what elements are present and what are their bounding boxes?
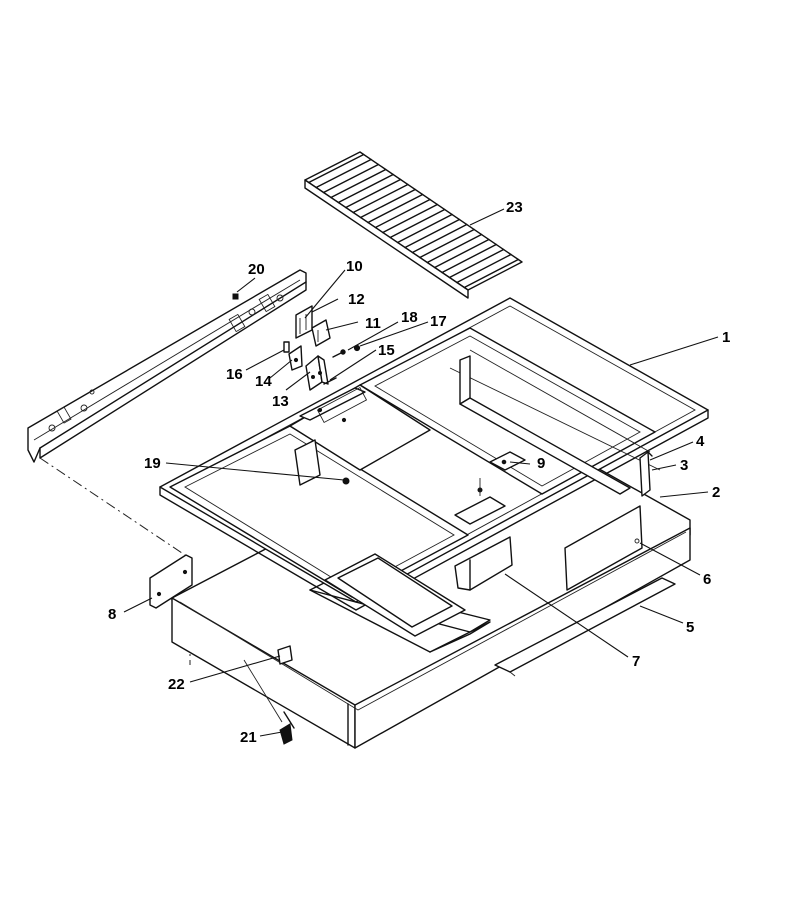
callout-9: 9 [537, 455, 545, 472]
callout-22: 22 [168, 676, 185, 693]
grate-bar [382, 203, 439, 234]
callout-17: 17 [430, 313, 447, 330]
callout-13: 13 [272, 393, 289, 410]
grate-bar [419, 228, 475, 259]
callout-15: 15 [378, 342, 395, 359]
part-2-bottom-pan [171, 419, 691, 749]
grate-bar [308, 153, 365, 184]
callout-16: 16 [226, 366, 243, 383]
callout-21: 21 [240, 729, 257, 746]
grate-bar [337, 173, 394, 204]
part-8-side-bracket [149, 554, 193, 609]
callout-6: 6 [703, 571, 711, 588]
callout-2: 2 [712, 484, 720, 501]
grate-bar [448, 248, 505, 279]
grate-bar [367, 193, 424, 224]
grate-bar [389, 208, 446, 239]
part-6-side-panel [564, 505, 643, 591]
grate-bar [352, 183, 409, 214]
grate-bar [330, 168, 387, 199]
grate-bar [426, 233, 483, 264]
part-7-baffle [454, 536, 513, 591]
part-23-grate [304, 151, 523, 299]
callout-7: 7 [632, 653, 640, 670]
grate-bar [433, 238, 490, 269]
callout-11: 11 [365, 315, 381, 332]
grate-bar [404, 218, 461, 249]
part-3-4-brackets [639, 451, 653, 497]
grate-bar [322, 163, 380, 194]
callout-4: 4 [696, 433, 705, 450]
grate-bar [345, 178, 402, 209]
callout-18: 18 [401, 309, 418, 326]
callout-20: 20 [248, 261, 265, 278]
leader-lines [123, 208, 719, 737]
grate-bar [456, 253, 512, 284]
callout-23: 23 [506, 199, 523, 216]
grate-bar [441, 243, 497, 274]
callout-5: 5 [686, 619, 694, 636]
small-hardware [232, 293, 361, 485]
callout-3: 3 [680, 457, 688, 474]
callout-1: 1 [722, 329, 730, 346]
grate-bar [374, 198, 431, 229]
callouts: 1 2 3 4 5 6 7 8 9 10 11 12 13 14 15 16 1… [108, 199, 730, 746]
callout-8: 8 [108, 606, 116, 623]
part-back-rail [27, 269, 307, 463]
callout-14: 14 [255, 373, 272, 390]
grate-bar [463, 258, 520, 289]
grate-bar [411, 223, 468, 254]
part-1-top-frame [159, 297, 709, 637]
grate-bar [359, 188, 416, 219]
callout-19: 19 [144, 455, 161, 472]
callout-12: 12 [348, 291, 365, 308]
grate-bar [396, 213, 453, 244]
part-21-22-screw [243, 645, 295, 745]
callout-10: 10 [346, 258, 363, 275]
grate-bar [315, 158, 372, 189]
